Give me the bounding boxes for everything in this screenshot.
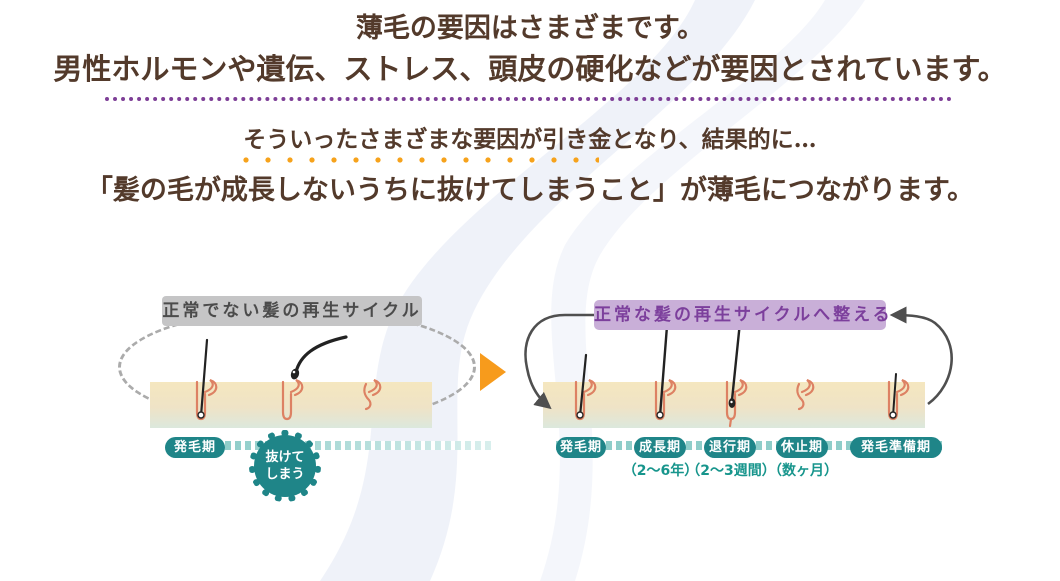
burst-badge-line2: しまう <box>265 467 305 482</box>
follicles-illustration-left <box>195 335 382 421</box>
dotted-divider <box>105 97 952 101</box>
abnormal-cycle-diagram: 正常でない髪の再生サイクル 発毛期 <box>110 292 510 507</box>
stage-badge-kyuushiki: 休止期 <box>776 437 828 458</box>
abnormal-cycle-title: 正常でない髪の再生サイクル <box>162 296 422 326</box>
normal-cycle-diagram: 正常な髪の再生サイクルへ整える <box>524 292 960 487</box>
headline-line1: 薄毛の要因はさまざまです。 <box>355 13 705 44</box>
stage-badge-hatsumouki-left: 発毛期 <box>165 437 225 458</box>
burst-badge: 抜けて しまう <box>249 430 321 502</box>
duration-kyuushiki: （数ヶ月） <box>768 463 838 479</box>
emphasis-dots <box>243 157 599 163</box>
stage-badge-seichouki: 成長期 <box>634 437 686 458</box>
stage-badge-taikouki: 退行期 <box>704 437 756 458</box>
normal-cycle-title: 正常な髪の再生サイクルへ整える <box>594 300 890 330</box>
stage-badge-hatsumouki: 発毛期 <box>556 437 606 458</box>
right-arrow-icon <box>480 353 506 391</box>
follicles-illustration-right <box>574 322 910 428</box>
intro-line1: そういったさまざまな要因が引き金となり、結果的に… <box>243 126 817 153</box>
headline-line2: 男性ホルモンや遺伝、ストレス、頭皮の硬化などが要因とされています。 <box>53 52 1007 86</box>
burst-badge-line1: 抜けて <box>265 450 305 465</box>
intro-line2: 「髪の毛が成長しないうちに抜けてしまうこと」が薄毛につながります。 <box>85 175 975 206</box>
stage-badge-junbiki: 発毛準備期 <box>850 437 942 458</box>
